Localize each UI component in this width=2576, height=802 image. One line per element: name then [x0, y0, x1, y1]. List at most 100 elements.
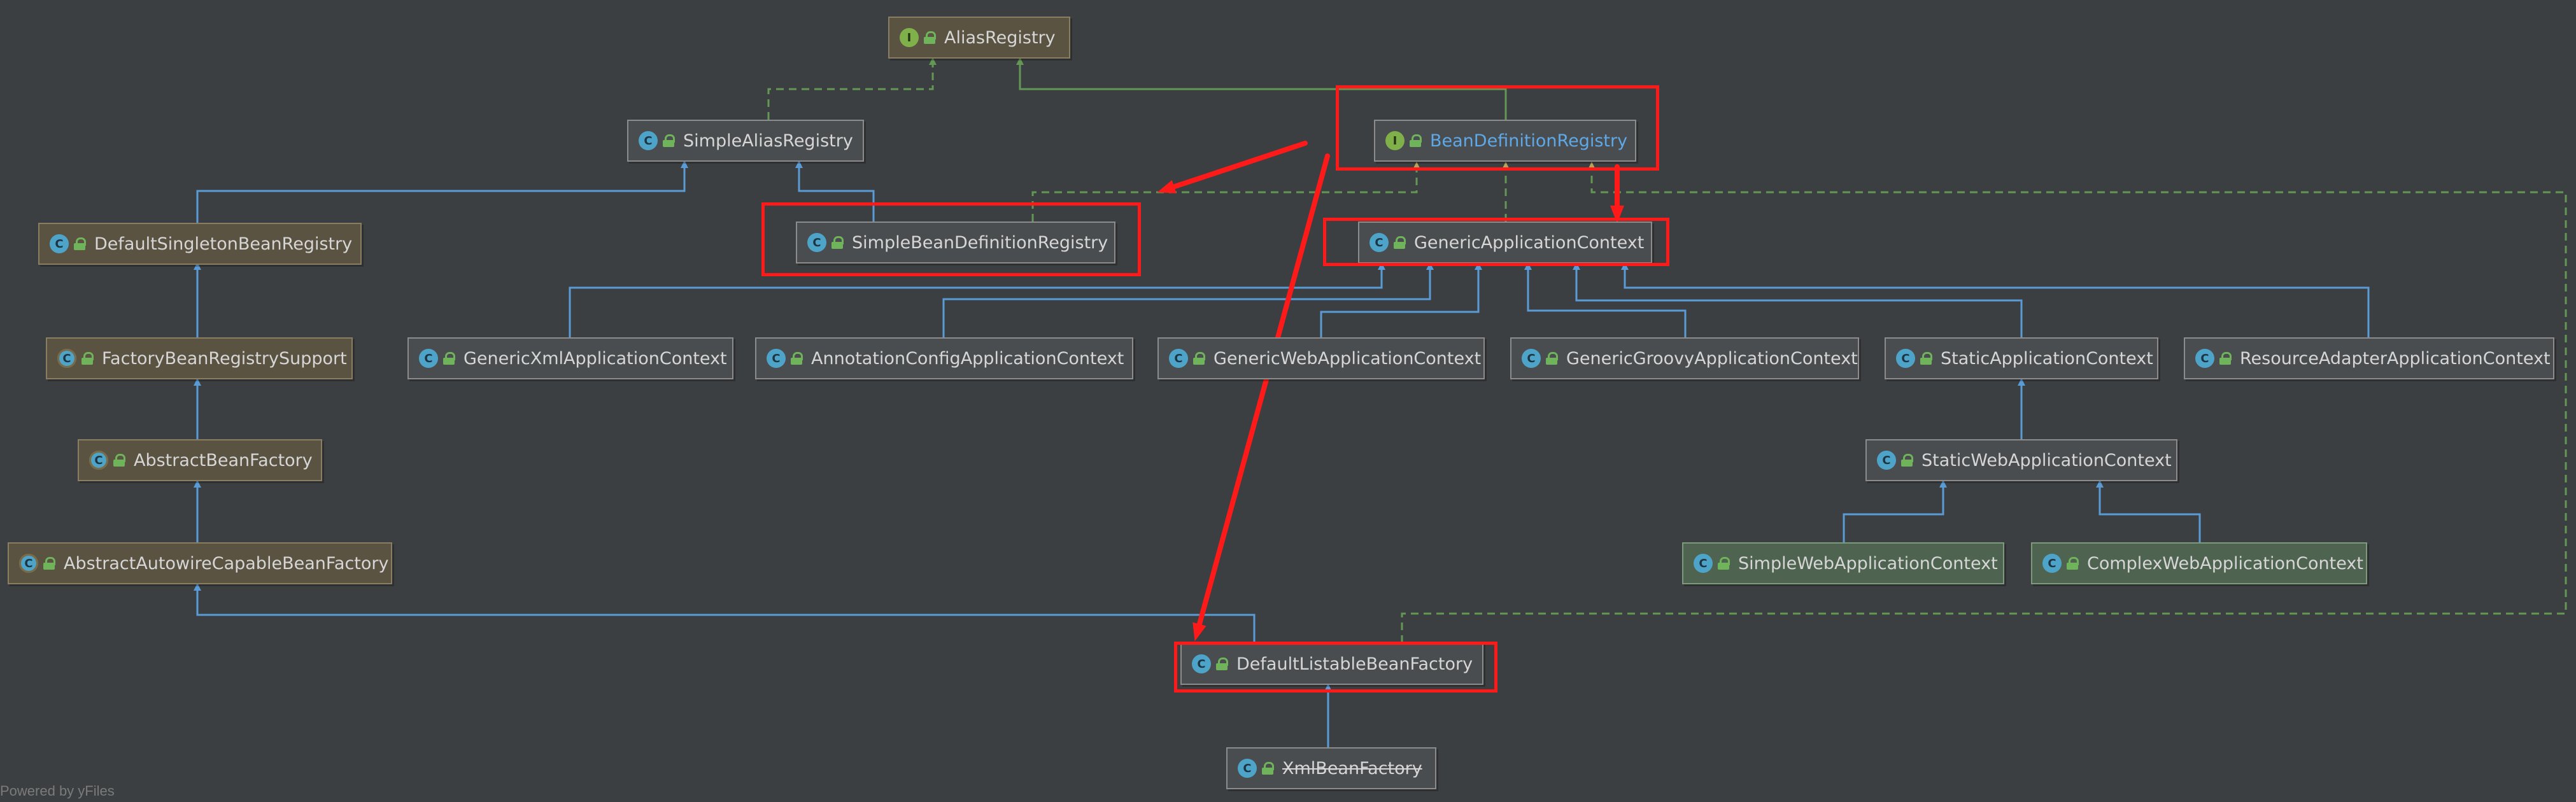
lock-icon	[74, 237, 86, 250]
node-resource-adapter-application-context[interactable]: C ResourceAdapterApplicationContext	[2184, 337, 2554, 379]
node-label: StaticApplicationContext	[1941, 348, 2153, 369]
edge-genericxml-to-genericappctx	[569, 262, 1385, 337]
class-icon: C	[419, 349, 438, 368]
edge-simplebeandef-to-simplealias	[795, 160, 875, 222]
highlight-box-simple-bean-definition-registry	[761, 202, 1141, 276]
red-arrow-to-simplebeandef	[1157, 141, 1308, 193]
node-complex-web-application-context[interactable]: C ComplexWebApplicationContext	[2031, 542, 2367, 584]
lock-icon	[1920, 352, 1932, 365]
class-icon: C	[1896, 349, 1915, 368]
lock-icon	[1410, 134, 1422, 147]
node-label: SimpleWebApplicationContext	[1738, 553, 1998, 573]
class-icon: C	[1238, 759, 1257, 778]
edge-annotation-to-genericappctx	[942, 262, 1434, 337]
lock-icon	[1262, 762, 1274, 775]
node-label: BeanDefinitionRegistry	[1430, 130, 1628, 151]
lock-icon	[2067, 557, 2079, 570]
abstract-class-icon: C	[89, 451, 108, 470]
highlight-box-bean-definition-registry	[1336, 85, 1659, 171]
node-label: StaticWebApplicationContext	[1921, 450, 2172, 470]
class-icon: C	[2195, 349, 2214, 368]
extends-edges	[194, 160, 2370, 747]
lock-icon	[443, 352, 455, 365]
node-annotation-config-application-context[interactable]: C AnnotationConfigApplicationContext	[755, 337, 1133, 379]
node-generic-xml-application-context[interactable]: C GenericXmlApplicationContext	[407, 337, 733, 379]
node-label: ResourceAdapterApplicationContext	[2240, 348, 2551, 369]
lock-icon	[1901, 454, 1913, 467]
class-icon: C	[1522, 349, 1541, 368]
edge-simplealias-to-aliasregistry	[767, 57, 937, 120]
node-abstract-autowire-capable-bean-factory[interactable]: C AbstractAutowireCapableBeanFactory	[8, 542, 392, 584]
edge-groovy-to-genericappctx	[1524, 262, 1687, 337]
node-generic-groovy-application-context[interactable]: C GenericGroovyApplicationContext	[1510, 337, 1859, 379]
node-label: AliasRegistry	[944, 27, 1056, 48]
edge-static-to-genericappctx	[1573, 262, 2023, 337]
node-simple-web-application-context[interactable]: C SimpleWebApplicationContext	[1682, 542, 2004, 584]
node-alias-registry[interactable]: I AliasRegistry	[888, 17, 1070, 59]
red-arrow-to-defaultlistable	[1192, 153, 1330, 642]
node-label: GenericApplicationContext	[1414, 232, 1645, 253]
node-label: FactoryBeanRegistrySupport	[102, 348, 347, 369]
class-icon: C	[1877, 451, 1896, 470]
node-label: AbstractAutowireCapableBeanFactory	[64, 553, 389, 573]
node-generic-web-application-context[interactable]: C GenericWebApplicationContext	[1157, 337, 1485, 379]
lock-icon	[832, 236, 844, 249]
edge-defaultsingleton-to-simplealias	[196, 160, 688, 223]
lock-icon	[791, 352, 803, 365]
node-label: AnnotationConfigApplicationContext	[811, 348, 1124, 369]
lock-icon	[1718, 557, 1730, 570]
abstract-class-icon: C	[57, 349, 76, 368]
edge-defaultlistable-to-beandefreg	[1401, 162, 2567, 643]
class-icon: C	[767, 349, 786, 368]
lock-icon	[1546, 352, 1558, 365]
class-icon: C	[1169, 349, 1188, 368]
class-icon: C	[639, 131, 658, 150]
node-static-application-context[interactable]: C StaticApplicationContext	[1885, 337, 2158, 379]
abstract-class-icon: C	[19, 554, 38, 573]
node-xml-bean-factory[interactable]: C XmlBeanFactory	[1226, 747, 1436, 789]
lock-icon	[663, 134, 675, 147]
node-label: SimpleAliasRegistry	[683, 130, 853, 151]
node-default-singleton-bean-registry[interactable]: C DefaultSingletonBeanRegistry	[38, 223, 362, 265]
lock-icon	[43, 557, 55, 570]
node-simple-bean-definition-registry[interactable]: C SimpleBeanDefinitionRegistry	[796, 222, 1115, 264]
lock-icon	[1193, 352, 1205, 365]
node-label: XmlBeanFactory	[1282, 758, 1422, 778]
lock-icon	[113, 454, 125, 467]
annotation-arrows	[1157, 141, 1624, 642]
highlight-box-generic-application-context	[1323, 218, 1669, 266]
highlight-box-default-listable-bean-factory	[1174, 642, 1497, 693]
node-generic-application-context[interactable]: C GenericApplicationContext	[1358, 222, 1652, 264]
lock-icon	[1394, 236, 1406, 249]
node-label: GenericWebApplicationContext	[1214, 348, 1482, 369]
node-abstract-bean-factory[interactable]: C AbstractBeanFactory	[78, 439, 322, 481]
interface-icon: I	[900, 28, 919, 47]
class-icon: C	[1694, 554, 1713, 573]
node-static-web-application-context[interactable]: C StaticWebApplicationContext	[1865, 439, 2177, 481]
class-icon: C	[2042, 554, 2062, 573]
edge-defaultlistable-to-abstractautowire	[194, 583, 1256, 643]
node-factory-bean-registry-support[interactable]: C FactoryBeanRegistrySupport	[46, 337, 353, 379]
class-icon: C	[1192, 654, 1211, 673]
implements-edges	[767, 57, 2567, 643]
node-label: GenericXmlApplicationContext	[464, 348, 727, 369]
class-icon: C	[1369, 233, 1389, 252]
node-label: ComplexWebApplicationContext	[2087, 553, 2363, 573]
class-icon: C	[807, 233, 826, 252]
node-label: DefaultSingletonBeanRegistry	[94, 234, 353, 254]
node-simple-alias-registry[interactable]: C SimpleAliasRegistry	[627, 120, 864, 162]
lock-icon	[924, 31, 936, 44]
edge-beandefreg-to-aliasregistry	[1016, 57, 1507, 120]
interface-icon: I	[1385, 131, 1405, 150]
node-label: DefaultListableBeanFactory	[1236, 654, 1473, 674]
node-bean-definition-registry[interactable]: I BeanDefinitionRegistry	[1374, 120, 1636, 162]
lock-icon	[81, 352, 94, 365]
edge-complexweb-to-staticweb	[2096, 480, 2201, 542]
lock-icon	[2219, 352, 2232, 365]
lock-icon	[1216, 658, 1228, 670]
node-label: AbstractBeanFactory	[134, 450, 313, 470]
edge-simpleweb-to-staticweb	[1843, 480, 1947, 542]
edge-resourceadapter-to-genericappctx	[1621, 262, 2370, 337]
class-icon: C	[50, 234, 69, 253]
